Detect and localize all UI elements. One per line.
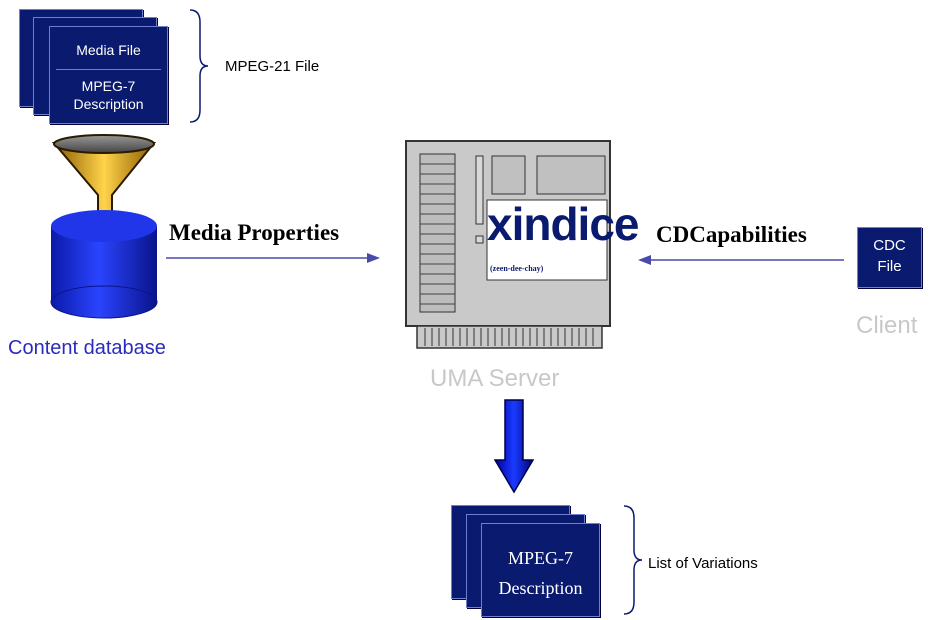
variation-line1: MPEG-7	[507, 548, 573, 568]
mpeg21-file-label: MPEG-21 File	[225, 58, 320, 75]
content-database-label: Content database	[8, 337, 166, 359]
uma-server-label: UMA Server	[430, 365, 560, 392]
cdc-file-card: CDC File	[857, 227, 922, 288]
media-properties-label: Media Properties	[169, 220, 340, 245]
variations-brace	[623, 505, 643, 615]
database-icon	[50, 210, 158, 319]
media-properties-arrow	[166, 253, 380, 263]
mpeg21-brace	[189, 9, 209, 123]
client-label: Client	[856, 312, 918, 339]
cdc-line2: File	[877, 258, 902, 275]
server-vent	[419, 153, 456, 313]
mpeg7-line1: MPEG-7	[81, 78, 136, 94]
xindice-pronunciation: (zeen-dee-chay)	[490, 264, 544, 273]
variation-card-front: MPEG-7 Description	[481, 523, 600, 617]
xindice-logo: xindice	[487, 198, 640, 250]
list-of-variations-label: List of Variations	[648, 555, 758, 572]
mpeg21-card-front: Media File MPEG-7 Description	[49, 26, 168, 124]
variation-line2: Description	[498, 578, 583, 598]
card-divider	[56, 69, 161, 70]
cdc-line1: CDC	[873, 237, 906, 254]
media-file-label: Media File	[76, 42, 141, 58]
down-arrow	[494, 399, 534, 494]
server-icon	[405, 140, 611, 349]
mpeg7-line2: Description	[73, 96, 144, 112]
cdcapabilities-arrow	[638, 255, 844, 265]
cdcapabilities-label: CDCapabilities	[656, 222, 807, 247]
